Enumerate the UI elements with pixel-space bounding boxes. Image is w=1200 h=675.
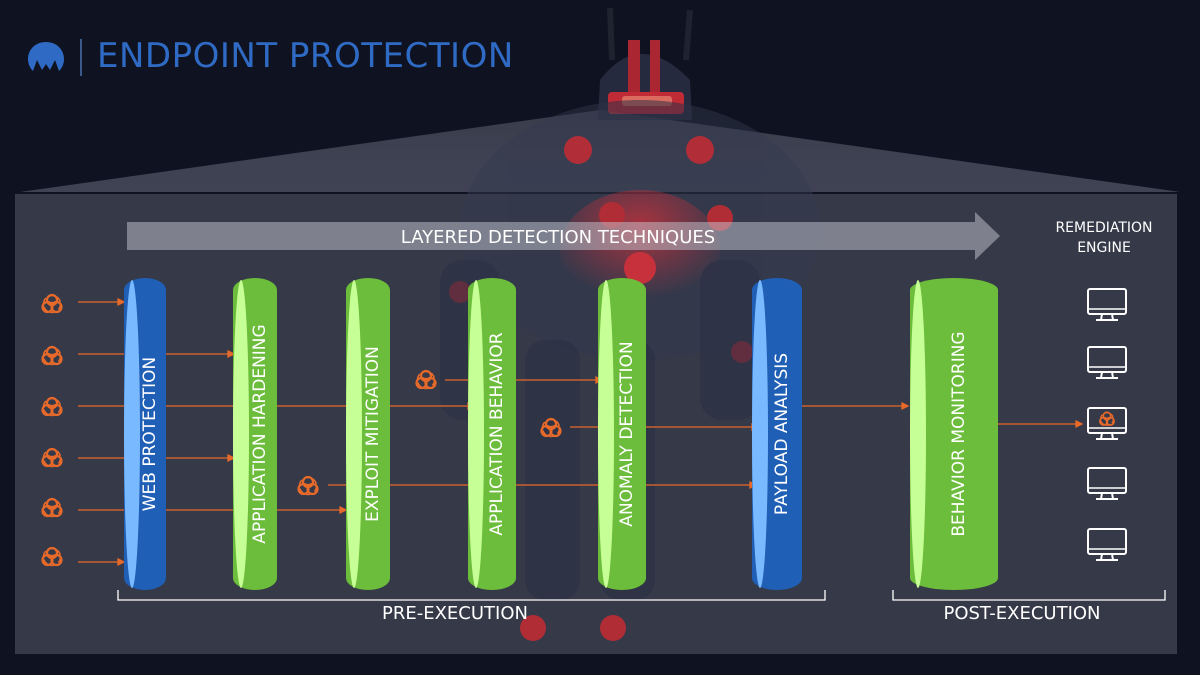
layer-label: APPLICATION HARDENING	[250, 324, 270, 543]
page-title: ENDPOINT PROTECTION	[97, 36, 514, 76]
pre-execution-label: PRE-EXECUTION	[382, 603, 528, 624]
malwarebytes-logo-icon	[28, 42, 64, 71]
layer-label: WEB PROTECTION	[140, 357, 160, 512]
detection-layers: WEB PROTECTION APPLICATION HARDENING EXPLO…	[124, 278, 998, 590]
layer-edge-highlight	[468, 280, 484, 588]
layer-label: BEHAVIOR MONITORING	[949, 331, 969, 536]
header-divider	[80, 39, 82, 76]
layer-label: ANOMALY DETECTION	[617, 341, 637, 526]
layer-anomaly-detection: ANOMALY DETECTION	[598, 278, 646, 590]
post-execution-label: POST-EXECUTION	[943, 603, 1100, 624]
layer-application-hardening: APPLICATION HARDENING	[233, 278, 277, 590]
layer-label: PAYLOAD ANALYSIS	[772, 353, 792, 515]
remediation-label-line2: ENGINE	[1077, 240, 1131, 256]
remediation-label-line1: REMEDIATION	[1055, 220, 1152, 236]
layer-exploit-mitigation: EXPLOIT MITIGATION	[346, 278, 390, 590]
pre-execution-bracket	[117, 590, 826, 601]
layer-edge-highlight	[752, 280, 768, 588]
layer-web-protection: WEB PROTECTION	[124, 278, 166, 590]
layer-application-behavior: APPLICATION BEHAVIOR	[468, 278, 516, 590]
layer-payload-analysis: PAYLOAD ANALYSIS	[752, 278, 802, 590]
layer-edge-highlight	[124, 280, 140, 588]
arrow-label: LAYERED DETECTION TECHNIQUES	[401, 227, 715, 248]
roof-shape	[20, 110, 1180, 192]
layer-edge-highlight	[346, 280, 362, 588]
post-execution-bracket	[892, 590, 1166, 601]
layer-label: APPLICATION BEHAVIOR	[487, 332, 507, 535]
layer-edge-highlight	[598, 280, 614, 588]
layer-edge-highlight	[910, 280, 926, 588]
layered-detection-arrow: LAYERED DETECTION TECHNIQUES	[127, 212, 1000, 260]
layer-label: EXPLOIT MITIGATION	[363, 346, 383, 522]
layer-edge-highlight	[233, 280, 249, 588]
layer-behavior-monitoring: BEHAVIOR MONITORING	[910, 278, 998, 590]
layer-body	[910, 278, 998, 590]
